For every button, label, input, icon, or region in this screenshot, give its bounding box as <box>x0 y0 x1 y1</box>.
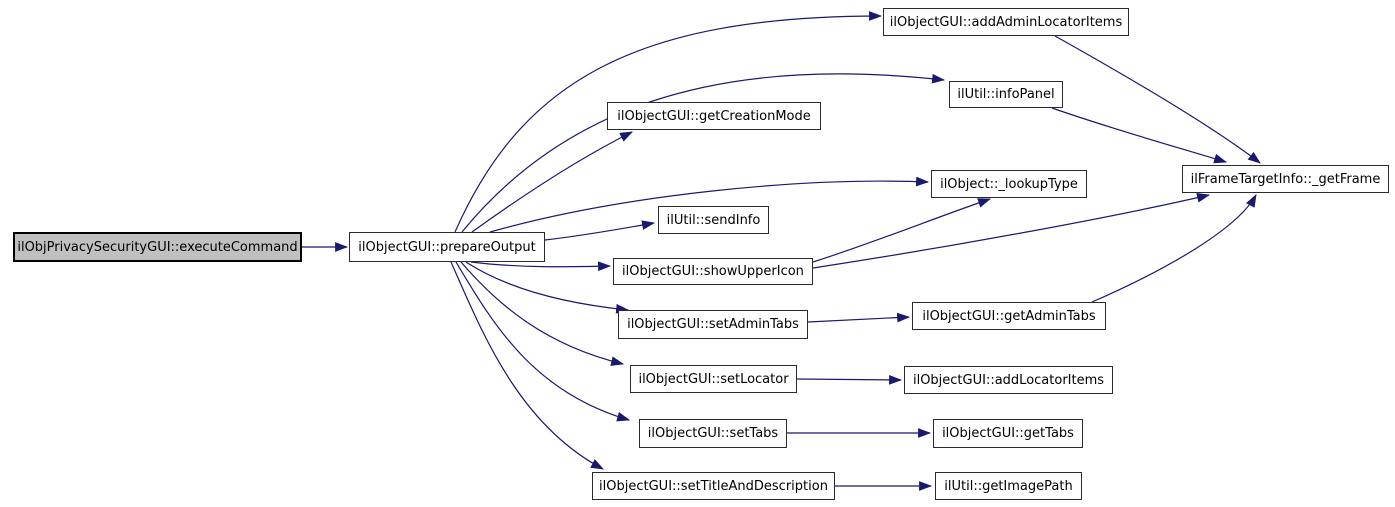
node-get-creation-mode[interactable]: ilObjectGUI::getCreationMode <box>607 102 821 130</box>
node-prepare-output[interactable]: ilObjectGUI::prepareOutput <box>349 232 545 262</box>
call-edge-setLocator-to-addLocatorItems <box>796 375 903 385</box>
call-edge-prepareOutput-to-lookupType <box>489 176 930 233</box>
call-edge-prepareOutput-to-sendInfo <box>544 220 656 241</box>
call-edge-prepareOutput-to-setTitleAndDescription <box>450 261 604 470</box>
node-show-upper-icon[interactable]: ilObjectGUI::showUpperIcon <box>613 258 813 285</box>
call-edge-getAdminTabs-to-getFrame <box>1091 194 1257 303</box>
node-get-tabs[interactable]: ilObjectGUI::getTabs <box>933 419 1083 448</box>
node-lookup-type[interactable]: ilObject::_lookupType <box>931 170 1087 198</box>
node-set-admin-tabs[interactable]: ilObjectGUI::setAdminTabs <box>618 310 808 339</box>
call-edge-prepareOutput-to-infoPanel <box>461 73 946 233</box>
node-info-panel[interactable]: ilUtil::infoPanel <box>949 81 1063 108</box>
node-add-admin-locator-items[interactable]: ilObjectGUI::addAdminLocatorItems <box>883 8 1129 36</box>
node-execute-command: ilObjPrivacySecurityGUI::executeCommand <box>13 232 302 262</box>
call-edge-prepareOutput-to-showUpperIcon <box>470 261 612 272</box>
call-edge-setAdminTabs-to-getAdminTabs <box>807 312 911 323</box>
call-edge-showUpperIcon-to-lookupType <box>812 198 992 263</box>
call-edge-infoPanel-to-getFrame <box>1051 107 1228 164</box>
node-set-title-and-description[interactable]: ilObjectGUI::setTitleAndDescription <box>592 472 835 500</box>
call-edge-prepareOutput-to-getCreationMode <box>471 131 633 233</box>
call-edge-prepareOutput-to-setLocator <box>460 261 625 366</box>
node-get-image-path[interactable]: ilUtil::getImagePath <box>935 472 1082 500</box>
node-get-admin-tabs[interactable]: ilObjectGUI::getAdminTabs <box>912 302 1106 330</box>
node-send-info[interactable]: ilUtil::sendInfo <box>658 206 769 234</box>
call-edge-addAdminLocatorItems-to-getFrame <box>1054 35 1261 164</box>
node-set-tabs[interactable]: ilObjectGUI::setTabs <box>639 419 787 448</box>
node-set-locator[interactable]: ilObjectGUI::setLocator <box>630 365 797 393</box>
node-get-frame[interactable]: ilFrameTargetInfo::_getFrame <box>1182 165 1389 193</box>
call-edge-prepareOutput-to-addAdminLocatorItems <box>454 11 883 233</box>
node-add-locator-items[interactable]: ilObjectGUI::addLocatorItems <box>904 366 1113 394</box>
call-edge-showUpperIcon-to-getFrame <box>812 192 1211 269</box>
call-edge-prepareOutput-to-setTabs <box>455 261 631 422</box>
call-edge-prepareOutput-to-setAdminTabs <box>465 261 630 314</box>
